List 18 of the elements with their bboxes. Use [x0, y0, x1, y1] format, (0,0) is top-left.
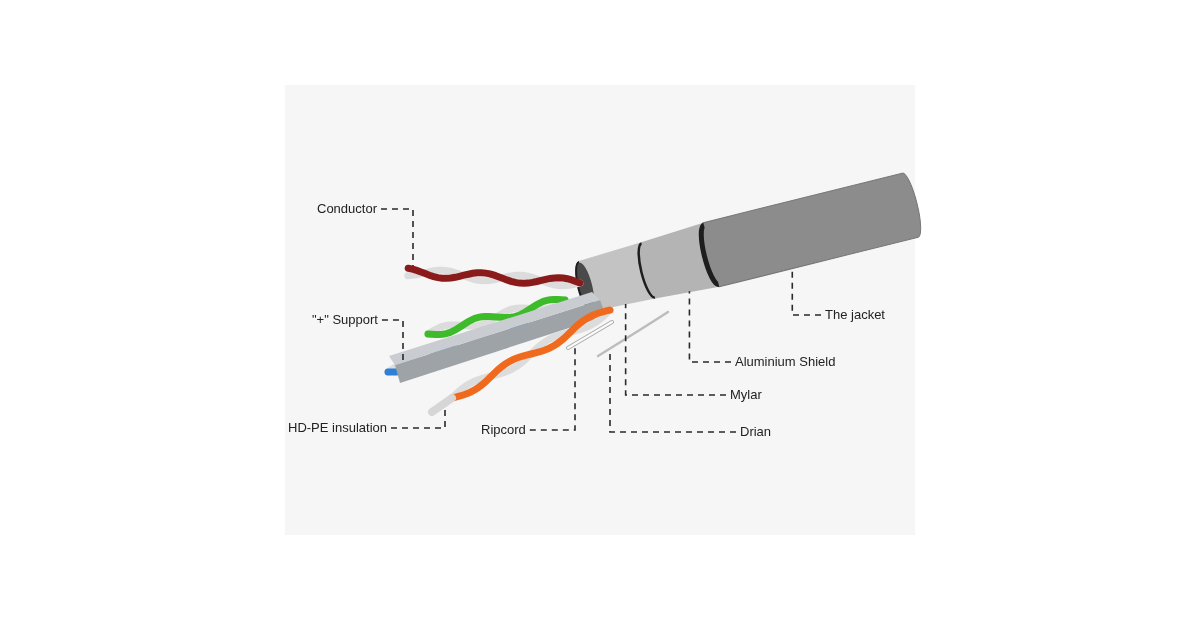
leader-line	[688, 290, 732, 363]
aluminium-shield-layer	[637, 222, 720, 299]
part-label: Mylar	[730, 387, 762, 403]
leader-line	[380, 208, 414, 267]
jacket-layer	[698, 172, 922, 288]
part-label: Aluminium Shield	[735, 354, 836, 370]
part-label: HD-PE insulation	[288, 420, 387, 436]
twisted-wire-pair	[404, 264, 584, 290]
part-label: Ripcord	[481, 422, 526, 438]
part-label: Drian	[740, 424, 772, 440]
part-label: The jacket	[825, 307, 885, 323]
drain-wire	[596, 310, 670, 358]
part-label: Conductor	[317, 201, 377, 217]
twisted-wire-pair	[428, 306, 614, 416]
leader-line	[390, 407, 446, 429]
part-label: "+" Support	[312, 312, 378, 328]
support-spline	[389, 292, 606, 383]
leader-line	[624, 303, 727, 396]
